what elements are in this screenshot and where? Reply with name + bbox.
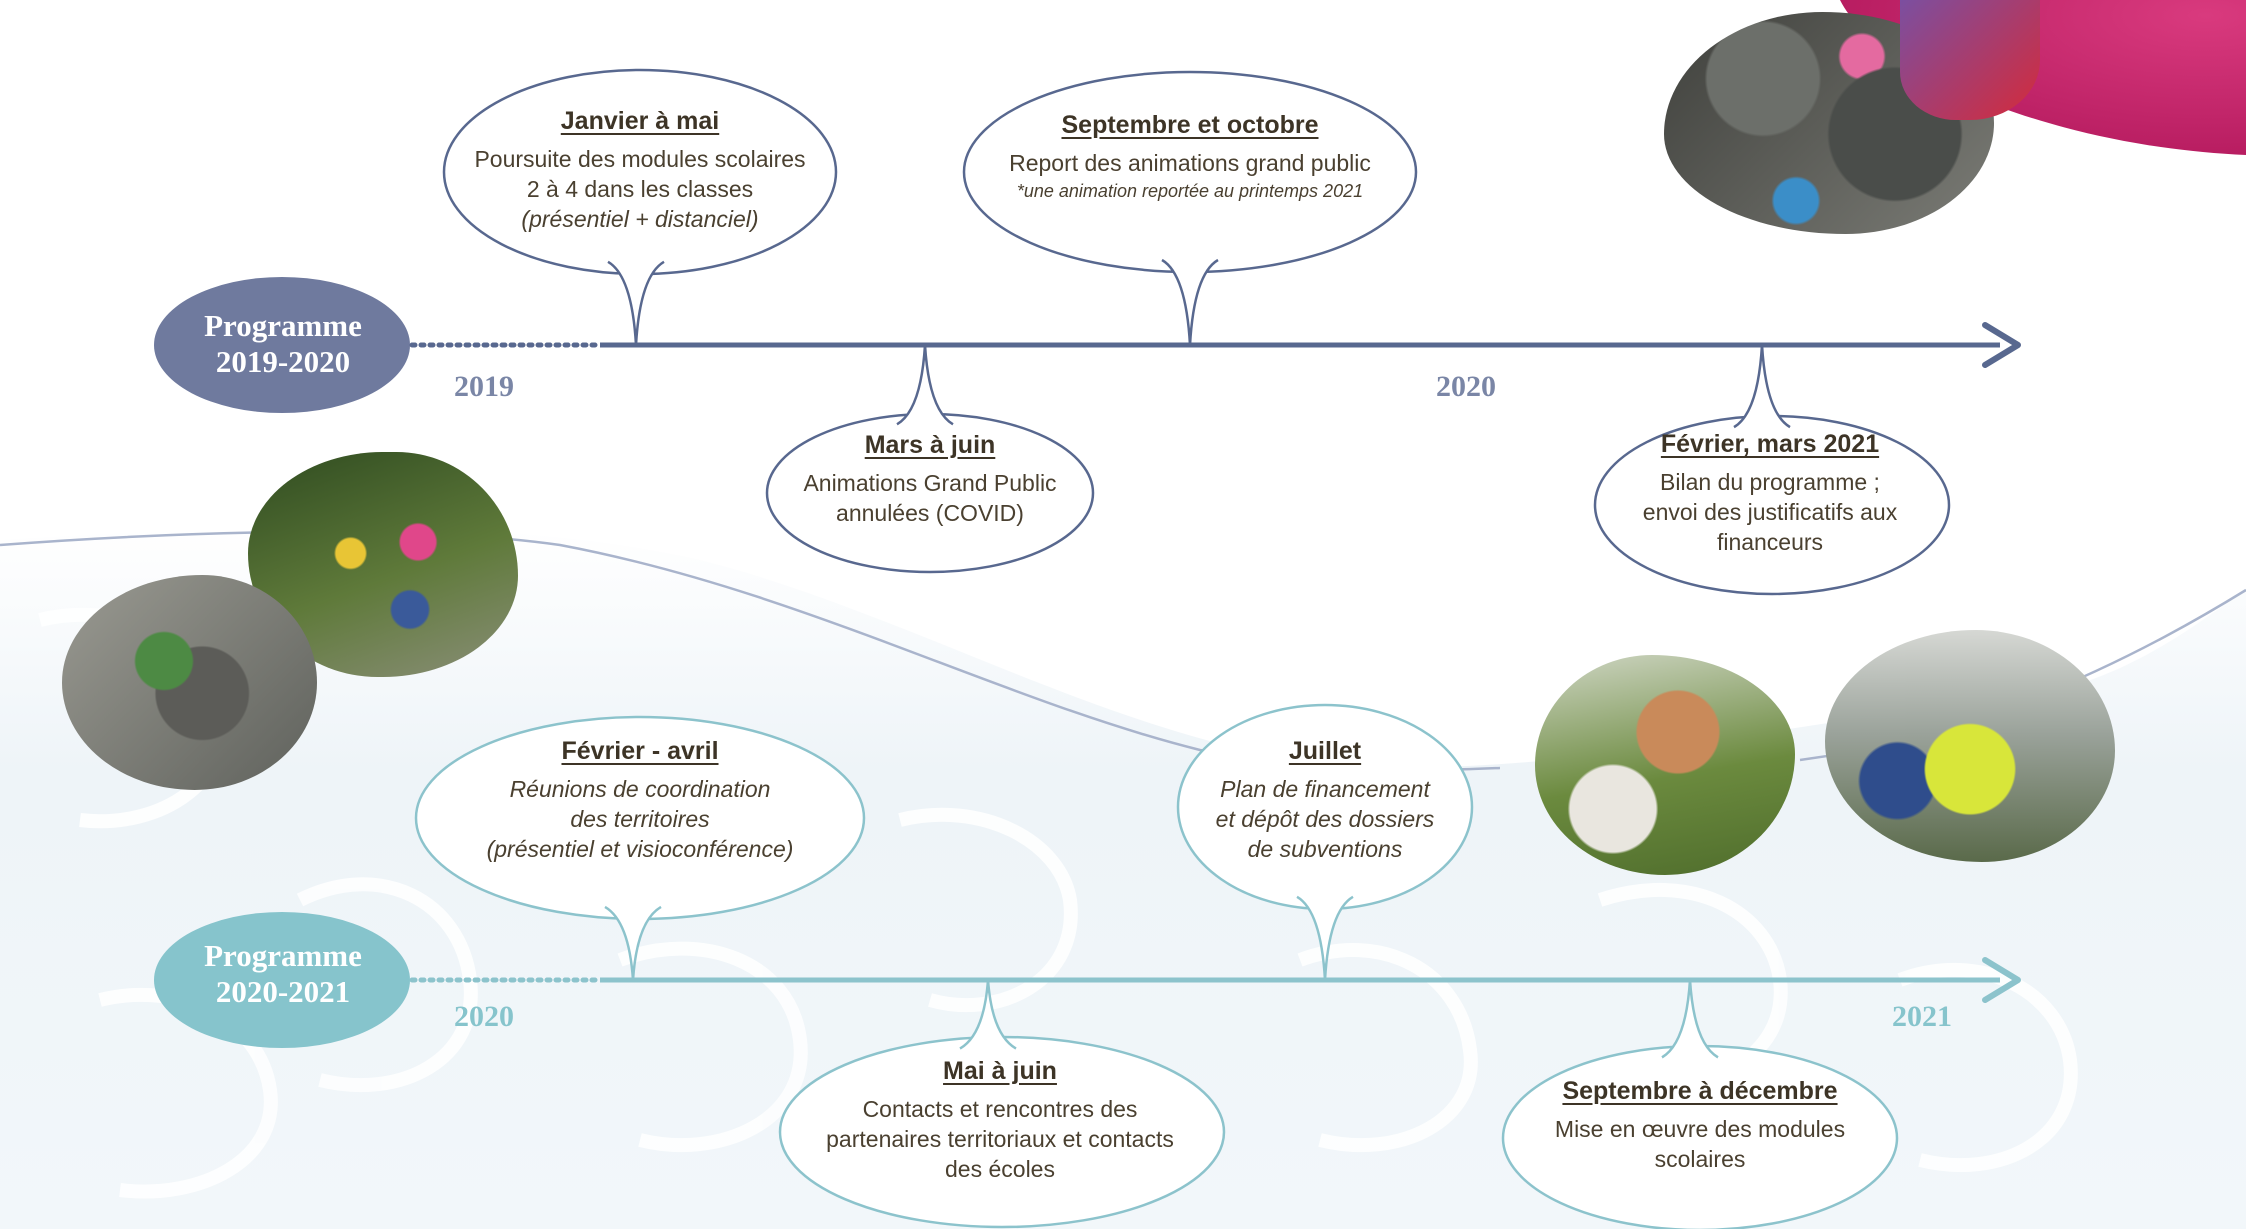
event-line: partenaires territoriaux et contacts: [826, 1126, 1174, 1152]
year-label-2021: 2021: [1892, 1000, 1952, 1033]
event-line: des écoles: [945, 1156, 1055, 1182]
children-sweater-photo: [1900, 0, 2040, 120]
bubble-septembre-decembre-tail: [1661, 979, 1719, 1059]
program-pill-2: [154, 912, 410, 1048]
event-line: Mise en œuvre des modules: [1554, 1116, 1846, 1142]
event-line: Réunions de coordination: [509, 776, 771, 802]
timeline-arrowhead-2: [1982, 957, 2021, 1003]
bubble-fevrier-avril-tail-fill: [605, 906, 661, 980]
event-title: Septembre à décembre: [1562, 1077, 1838, 1105]
event-juillet: Juillet Plan de financement et dépôt des…: [1200, 736, 1450, 864]
year-label-2020-top: 2020: [1436, 370, 1496, 403]
event-line: financeurs: [1716, 529, 1824, 555]
event-fevrier-avril: Février - avril Réunions de coordination…: [440, 736, 840, 864]
school-group-vests-photo: [1825, 630, 2115, 862]
event-title: Septembre et octobre: [1061, 111, 1319, 139]
bubble-septembre-octobre-tail-fill: [1162, 260, 1218, 345]
event-line: Animations Grand Public: [803, 470, 1057, 496]
outdoor-workshop-photo: [1535, 655, 1795, 875]
year-label-2019: 2019: [454, 370, 514, 403]
bubble-mars-juin-tail: [896, 344, 954, 426]
event-note: *une animation reportée au printemps 202…: [1016, 181, 1364, 201]
bubble-juillet-tail: [1296, 895, 1354, 981]
program-pill-1: [154, 277, 410, 413]
event-janvier-mai: Janvier à mai Poursuite des modules scol…: [450, 106, 830, 234]
bubble-septembre-octobre-tail: [1161, 258, 1219, 346]
bubble-mai-juin-tail-fill: [960, 980, 1016, 1049]
event-title: Mai à juin: [943, 1057, 1057, 1085]
event-title: Février - avril: [561, 737, 719, 765]
event-line: scolaires: [1654, 1146, 1746, 1172]
bubble-mai-juin-tail: [959, 979, 1017, 1050]
event-line: des territoires: [570, 806, 710, 832]
event-septembre-decembre: Septembre à décembre Mise en œuvre des m…: [1540, 1076, 1860, 1174]
year-label-2020-bottom: 2020: [454, 1000, 514, 1033]
bubble-fevrier-mars-2021-tail: [1733, 344, 1791, 429]
bubble-fevrier-mars-2021-tail-fill: [1734, 345, 1790, 428]
event-line: Contacts et rencontres des: [862, 1096, 1138, 1122]
program-label-line1: Programme: [204, 308, 362, 343]
bubble-janvier-mai-tail-fill: [608, 261, 664, 345]
event-line: Report des animations grand public: [1009, 150, 1371, 176]
event-fevrier-mars-2021: Février, mars 2021 Bilan du programme ; …: [1600, 429, 1940, 557]
bubble-mars-juin-tail-fill: [897, 345, 953, 425]
bubble-janvier-mai-tail: [607, 260, 665, 346]
bubble-fevrier-avril-tail: [604, 905, 662, 981]
program-label-2019-2020: Programme 2019-2020: [148, 308, 418, 380]
program-label-2020-2021: Programme 2020-2021: [148, 938, 418, 1010]
event-mars-juin: Mars à juin Animations Grand Public annu…: [770, 430, 1090, 528]
event-line: 2 à 4 dans les classes: [526, 176, 754, 202]
timeline-arrowhead-1: [1982, 322, 2021, 368]
event-title: Mars à juin: [864, 431, 996, 459]
bubble-juillet-tail-fill: [1297, 896, 1353, 980]
event-line: annulées (COVID): [836, 500, 1024, 526]
event-line: Bilan du programme ;: [1660, 469, 1880, 495]
event-septembre-octobre: Septembre et octobre Report des animatio…: [970, 110, 1410, 204]
event-mai-juin: Mai à juin Contacts et rencontres des pa…: [795, 1056, 1205, 1184]
event-line: Poursuite des modules scolaires: [474, 146, 806, 172]
event-line: (présentiel + distanciel): [521, 206, 759, 232]
program-label-line1: Programme: [204, 938, 362, 973]
event-title: Janvier à mai: [560, 107, 720, 135]
program-label-line2: 2020-2021: [215, 974, 351, 1009]
event-title: Février, mars 2021: [1660, 430, 1880, 458]
program-label-line2: 2019-2020: [215, 344, 351, 379]
collected-waste-photo: [62, 575, 317, 790]
event-line: de subventions: [1247, 836, 1403, 862]
event-line: (présentiel et visioconférence): [486, 836, 794, 862]
event-title: Juillet: [1288, 737, 1362, 765]
bubble-septembre-decembre-tail-fill: [1662, 980, 1718, 1058]
event-line: Plan de financement: [1220, 776, 1430, 802]
event-line: envoi des justificatifs aux: [1642, 499, 1898, 525]
event-line: et dépôt des dossiers: [1215, 806, 1435, 832]
